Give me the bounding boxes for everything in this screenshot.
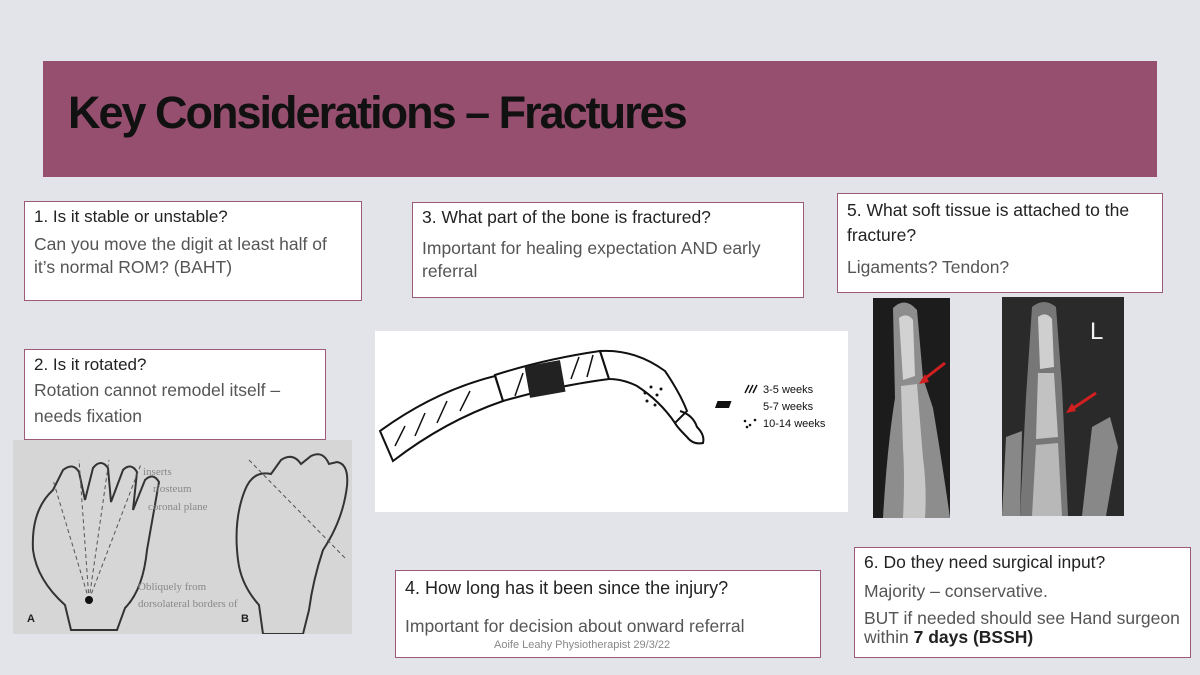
title-banner: Key Considerations – Fractures	[43, 61, 1157, 177]
answer-surgical-1: Majority – conservative.	[864, 581, 1048, 601]
answer-surgical-2-bold: 7 days (BSSH)	[913, 627, 1034, 647]
box-rotation: 2. Is it rotated? Rotation cannot remode…	[24, 349, 326, 440]
legend-10-14-weeks: 10-14 weeks	[763, 418, 826, 430]
answer-stability: Can you move the digit at least half of …	[34, 234, 327, 277]
answer-surgical-2: BUT if needed should see Hand surgeon wi…	[864, 609, 1181, 647]
box-soft-tissue: 5. What soft tissue is attached to the f…	[837, 193, 1163, 293]
answer-bone-part: Important for healing expectation AND ea…	[422, 238, 761, 281]
hand-rotation-illustration: inserts riosteum coronal plane Obliquely…	[13, 440, 352, 634]
hand-label-b: B	[241, 613, 249, 625]
svg-text:inserts: inserts	[143, 466, 172, 478]
question-soft-tissue: 5. What soft tissue is attached to the f…	[847, 200, 1130, 245]
svg-text:dorsolateral borders of: dorsolateral borders of	[138, 598, 238, 610]
xray-side-label: L	[1090, 318, 1103, 345]
legend-5-7-weeks: 5-7 weeks	[763, 401, 814, 413]
footer-credit: Aoife Leahy Physiotherapist 29/3/22	[494, 639, 671, 651]
box-injury-time: 4. How long has it been since the injury…	[395, 570, 821, 658]
xray-image-left	[873, 298, 950, 518]
question-injury-time: 4. How long has it been since the injury…	[405, 578, 729, 598]
question-rotation: 2. Is it rotated?	[34, 355, 147, 374]
bone-healing-diagram: 3-5 weeks 5-7 weeks 10-14 weeks	[375, 331, 848, 512]
box-stability: 1. Is it stable or unstable? Can you mov…	[24, 201, 362, 301]
svg-text:Obliquely from: Obliquely from	[138, 581, 207, 593]
question-stability: 1. Is it stable or unstable?	[34, 207, 228, 226]
question-surgical: 6. Do they need surgical input?	[864, 552, 1106, 572]
box-surgical: 6. Do they need surgical input? Majority…	[854, 547, 1191, 658]
question-bone-part: 3. What part of the bone is fractured?	[422, 207, 711, 227]
xray-image-right: L	[1002, 297, 1124, 516]
legend-3-5-weeks: 3-5 weeks	[763, 384, 814, 396]
answer-soft-tissue: Ligaments? Tendon?	[847, 257, 1010, 277]
box-bone-part: 3. What part of the bone is fractured? I…	[412, 202, 804, 298]
answer-rotation: Rotation cannot remodel itself – needs f…	[34, 380, 281, 426]
slide-title: Key Considerations – Fractures	[68, 87, 688, 138]
svg-text:coronal plane: coronal plane	[148, 501, 208, 513]
answer-surgical-2-text: BUT if needed should see Hand surgeon wi…	[864, 608, 1180, 647]
hand-label-a: A	[27, 613, 35, 625]
svg-text:riosteum: riosteum	[153, 483, 192, 495]
answer-injury-time: Important for decision about onward refe…	[405, 616, 745, 636]
